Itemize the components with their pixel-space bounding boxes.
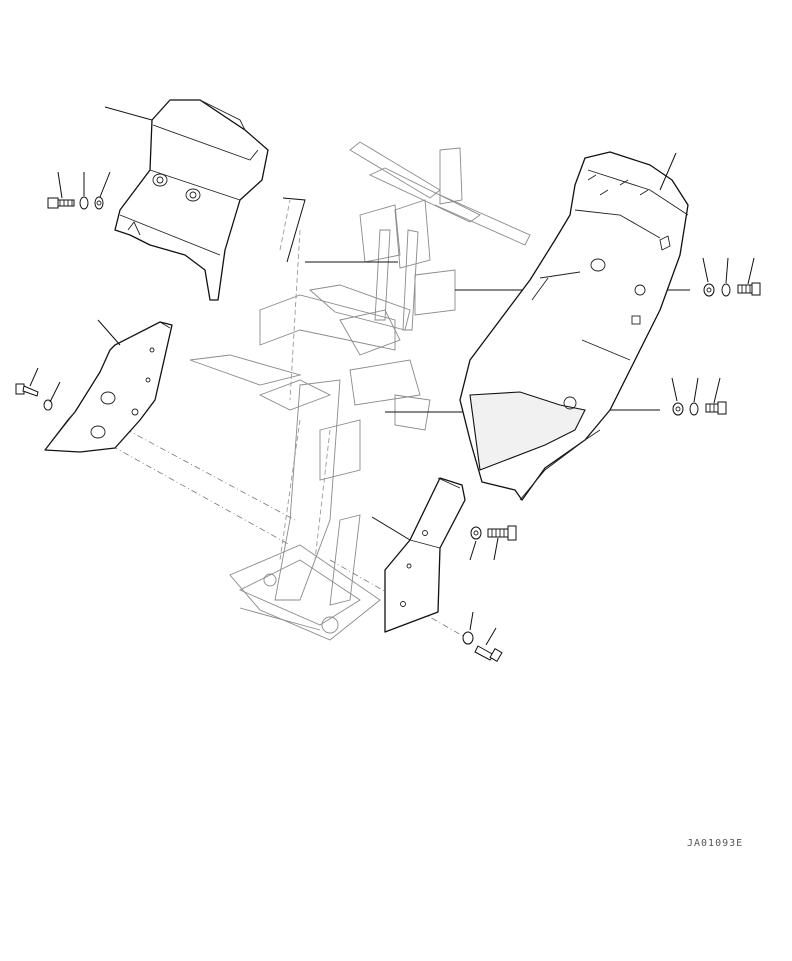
left-bracket-part	[44, 321, 173, 453]
drawing-code: JA01093E	[687, 838, 743, 849]
bolt-icon	[15, 383, 39, 397]
upper-cover-leader	[104, 106, 153, 121]
bolt-icon	[487, 525, 517, 541]
left-fasteners	[15, 367, 61, 411]
alignment-lines	[102, 197, 690, 641]
bolt-icon	[737, 282, 761, 296]
bolt-icon	[47, 197, 75, 209]
right-upper-fasteners	[702, 257, 761, 297]
flat-washer-icon	[94, 196, 104, 210]
washer-icon	[43, 399, 53, 411]
right-lower-fasteners	[671, 377, 727, 416]
nut-icon	[703, 283, 715, 297]
washer-icon	[721, 283, 731, 297]
nut-icon	[470, 526, 482, 540]
left-bracket-leader	[97, 319, 121, 346]
lower-lower-fasteners	[462, 611, 503, 663]
lock-washer-icon	[79, 196, 89, 210]
washer-icon	[462, 631, 474, 645]
washer-icon	[689, 402, 699, 416]
nut-icon	[672, 402, 684, 416]
lower-plate-leader	[371, 516, 411, 541]
bolt-icon	[474, 645, 503, 663]
steering-column-frame	[189, 141, 531, 641]
upper-cover-part	[114, 99, 269, 301]
right-cover-part	[459, 151, 689, 501]
lower-plate-part	[384, 477, 466, 633]
right-cover-leader	[659, 152, 677, 191]
lower-upper-fasteners	[469, 525, 517, 561]
bolt-icon	[705, 401, 727, 415]
upper-left-fasteners	[47, 171, 111, 210]
